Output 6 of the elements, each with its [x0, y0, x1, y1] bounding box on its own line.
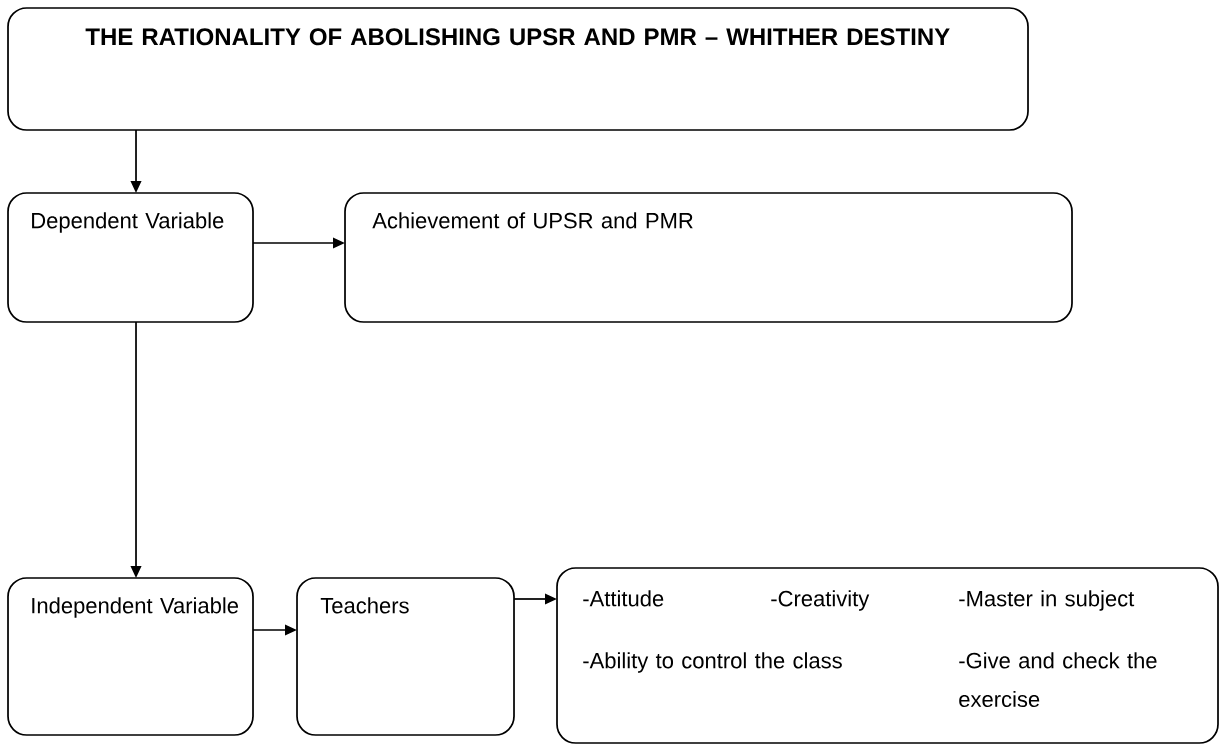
process-box: Teachers — [296, 577, 515, 736]
title-box: THE RATIONALITY OF ABOLISHING UPSR AND PMR – WHITHER DESTINY — [7, 7, 1029, 131]
process-box: Independent Variable — [7, 577, 254, 736]
process-box: Dependent Variable — [7, 192, 254, 323]
list-box: -Attitude -Creativity -Master in subject -Ability to control the class -Give and check the exercise — [556, 567, 1219, 744]
process-box: Achievement of UPSR and PMR — [344, 192, 1073, 323]
